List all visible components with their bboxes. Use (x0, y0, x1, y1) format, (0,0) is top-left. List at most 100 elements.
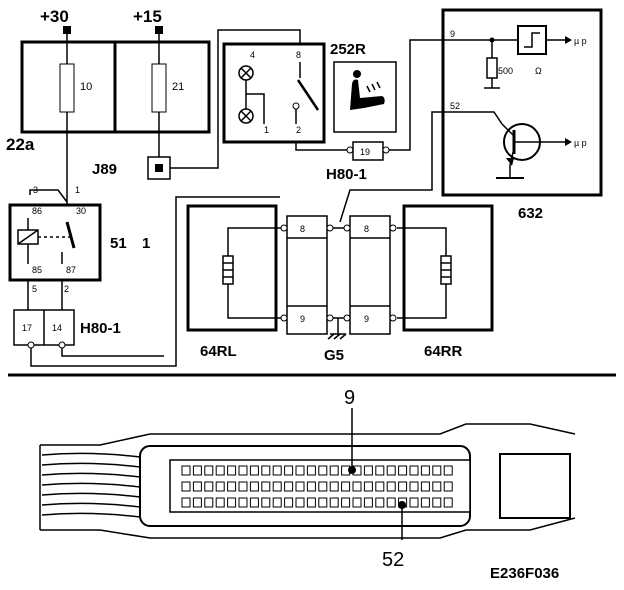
connector-pin (272, 481, 282, 492)
connector-pin (443, 497, 453, 508)
connector-pin (295, 465, 305, 476)
heater-64rl: 64RL (186, 204, 284, 360)
svg-text:4: 4 (250, 50, 255, 60)
relay-51-sub: 1 (142, 235, 150, 252)
connector-pin (181, 465, 191, 476)
connector-pin (375, 481, 385, 492)
connector-pin (181, 497, 191, 508)
switch-252r: 252R 4 8 1 2 (222, 41, 366, 144)
heater-64rr: 64RR (397, 204, 494, 360)
relay-51: 3 1 86 30 85 87 51 1 (8, 185, 150, 282)
connector-face-view: 9 52 (39, 387, 576, 571)
connector-pin (295, 481, 305, 492)
connector-pin (386, 497, 396, 508)
connector-pin (443, 481, 453, 492)
svg-text:9: 9 (364, 314, 369, 324)
connector-pin (352, 497, 362, 508)
svg-text:8: 8 (364, 224, 369, 234)
svg-text:1: 1 (264, 125, 269, 135)
connector-pin (192, 481, 202, 492)
connector-pin (386, 465, 396, 476)
figure-code: E236F036 (490, 565, 559, 582)
connector-pin (238, 481, 248, 492)
fuse-21 (151, 63, 167, 113)
connector-pin (409, 465, 419, 476)
connector-pin (329, 497, 339, 508)
connector-pin (420, 465, 430, 476)
connector-pin (375, 497, 385, 508)
heater-64rr-label: 64RR (424, 343, 463, 360)
connector-pin (409, 497, 419, 508)
wire-strand (41, 472, 141, 478)
heater-connectors: 8 9 8 9 G5 (280, 215, 397, 364)
wire-strand (41, 452, 141, 458)
connector-pin (398, 481, 408, 492)
wire-strand (41, 512, 141, 518)
svg-text:85: 85 (32, 265, 42, 275)
svg-text:2: 2 (296, 125, 301, 135)
svg-text:500: 500 (498, 66, 513, 76)
connector-pin (284, 481, 294, 492)
plus30-label: +30 (40, 7, 69, 26)
plus15-label: +15 (133, 7, 162, 26)
connector-h80-top: 19 H80-1 (326, 141, 390, 183)
connector-pin (227, 497, 237, 508)
connector-pin (261, 465, 271, 476)
ground-g5-label: G5 (324, 347, 344, 364)
connector-pin (249, 465, 259, 476)
connector-pin (409, 481, 419, 492)
connector-pin (329, 465, 339, 476)
svg-text:5: 5 (32, 284, 37, 294)
schmitt-trigger-icon (517, 25, 547, 55)
svg-text:17: 17 (22, 323, 32, 333)
connector-pin (363, 465, 373, 476)
j89-label: J89 (92, 161, 117, 178)
connector-pin (432, 465, 442, 476)
connector-pin (443, 465, 453, 476)
svg-text:µ p: µ p (574, 138, 587, 148)
plus15-terminal (155, 26, 163, 34)
seat-heater-icon (333, 61, 397, 133)
svg-text:30: 30 (76, 206, 86, 216)
supply-terminals: +30 +15 (40, 7, 163, 42)
wire-strand (41, 462, 141, 468)
connector-pin (204, 497, 214, 508)
connector-j89: J89 (92, 156, 171, 180)
connector-pin (432, 481, 442, 492)
heater-64rl-label: 64RL (200, 343, 237, 360)
connector-pin (215, 465, 225, 476)
connector-pin (318, 497, 328, 508)
h80-top-label: H80-1 (326, 166, 367, 183)
svg-text:1: 1 (75, 185, 80, 195)
svg-text:19: 19 (360, 147, 370, 157)
connector-pin (295, 497, 305, 508)
connector-pin (272, 465, 282, 476)
connector-pin (227, 465, 237, 476)
connector-pin (306, 481, 316, 492)
connector-pin (363, 481, 373, 492)
ecu-632: 632 9 52 500 Ω µ p µ p (441, 8, 603, 222)
connector-pin (238, 497, 248, 508)
connector-pin (238, 465, 248, 476)
connector-pin (420, 481, 430, 492)
connector-pin (215, 481, 225, 492)
connector-pin (341, 481, 351, 492)
connector-pin (261, 481, 271, 492)
svg-text:9: 9 (450, 29, 455, 39)
ecu-632-label: 632 (518, 205, 543, 222)
wire-strand (41, 492, 141, 498)
svg-text:87: 87 (66, 265, 76, 275)
switch-252r-label: 252R (330, 41, 366, 58)
wire-h80-to-heaters (30, 196, 280, 367)
connector-pin (261, 497, 271, 508)
connector-pin (215, 497, 225, 508)
connector-pin (192, 497, 202, 508)
wire-ecu-52-to-heaters (339, 111, 443, 223)
fuse-10-label: 10 (80, 81, 92, 93)
connector-pin (341, 497, 351, 508)
svg-text:2: 2 (64, 284, 69, 294)
wire-bundle-icon (41, 452, 141, 518)
connector-pin (284, 465, 294, 476)
connector-pin (204, 465, 214, 476)
